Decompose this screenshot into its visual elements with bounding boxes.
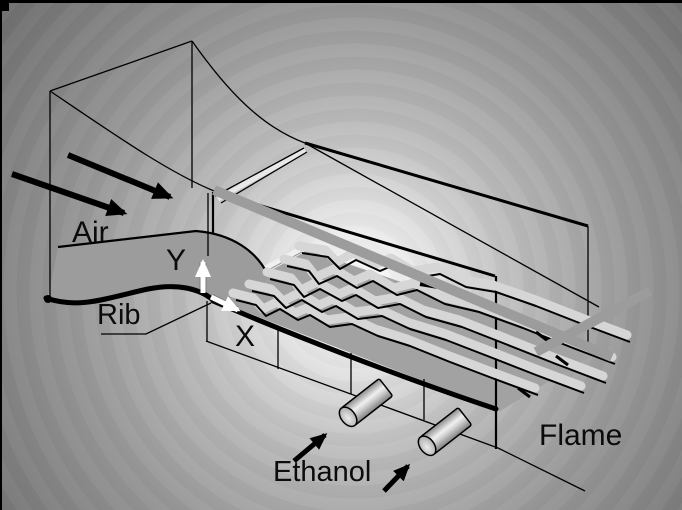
air-flow-arrow-upper	[66, 152, 174, 200]
x-axis-label: X	[235, 320, 256, 353]
test-section-far-top-edge	[304, 141, 589, 228]
rib-label: Rib	[97, 299, 141, 331]
nozzle-near-contraction-curve	[49, 90, 215, 192]
nozzle-top-left-edge	[49, 40, 193, 92]
nozzle-exit-frame-upper-line	[214, 147, 305, 197]
coordinate-axes	[194, 259, 241, 314]
rib-leading-edge-tip	[44, 295, 52, 303]
figure-top-border	[0, 0, 682, 3]
x-axis-arrow	[209, 294, 241, 313]
ethanol-injector-1	[338, 378, 393, 428]
flame-label: Flame	[539, 419, 623, 452]
rib-back-edge	[57, 229, 269, 276]
ethanol-arrow-2	[382, 463, 411, 493]
window-diagonal-line	[304, 142, 600, 308]
floor-overhang-edge	[497, 447, 586, 492]
rib-surface	[47, 231, 268, 304]
flame-streak-tick-2	[555, 354, 569, 367]
ethanol-injector-2-cap	[417, 435, 437, 457]
y-axis-label: Y	[166, 244, 187, 277]
flame-streak-tick-1	[535, 330, 549, 343]
ethanol-arrow-1	[292, 433, 328, 463]
air-flow-arrow-lower	[11, 171, 128, 216]
ethanol-injector-1-cap	[338, 406, 358, 428]
floor-near-edge	[210, 298, 499, 412]
beam-exit-band	[533, 286, 653, 357]
figure-left-border	[0, 0, 2, 510]
flame-streak-tick-3	[517, 386, 531, 399]
ethanol-injector-2	[417, 407, 472, 457]
nozzle-far-contraction-curve	[191, 40, 306, 144]
rib-ramp	[43, 229, 269, 306]
nozzle-exit-frame-gap	[216, 147, 307, 202]
rib-leader-line	[101, 302, 212, 335]
rib-leading-edge-curve	[43, 284, 216, 306]
figure-corner-mark	[0, 0, 9, 11]
ethanol-label: Ethanol	[273, 456, 372, 488]
beam-main	[212, 185, 614, 362]
air-label: Air	[72, 216, 109, 249]
